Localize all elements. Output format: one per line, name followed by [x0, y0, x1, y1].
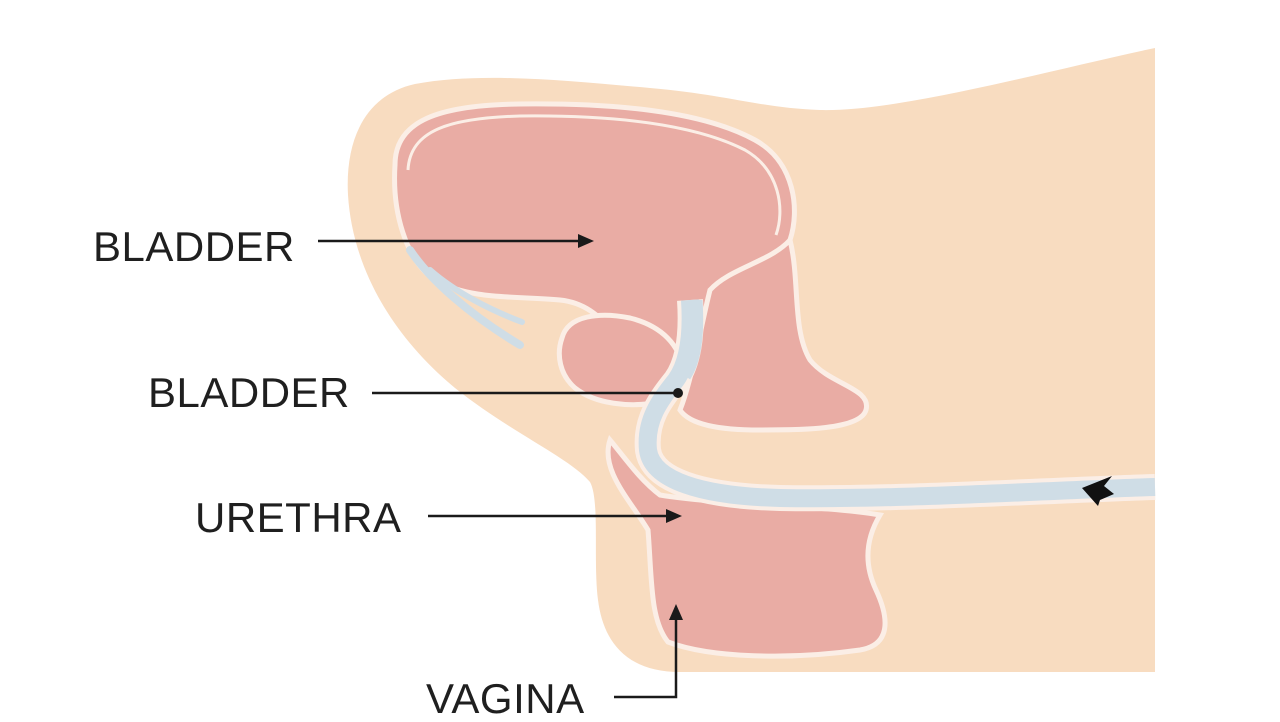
duct-line-left [406, 246, 524, 349]
neck-lobe-organ [677, 234, 869, 433]
arrowhead-vagina [669, 604, 683, 620]
urethra-label: URETHRA [195, 494, 402, 541]
arrowhead-bladder [578, 234, 594, 248]
urethra-tube-inner [638, 299, 1156, 508]
arrowhead-urethra [666, 509, 682, 523]
bladder-wall-line [406, 114, 782, 236]
bladder-label: BLADDER [93, 223, 295, 270]
leader-line-vagina [614, 618, 678, 699]
duct-line-left-2 [427, 267, 525, 325]
vagina-label: VAGINA [426, 675, 585, 722]
arrowhead-bladder-neck [673, 388, 683, 398]
bladder-neck-label: BLADDER [148, 369, 350, 416]
urethra-thin-line [685, 299, 704, 380]
flow-arrow-icon [1082, 476, 1114, 506]
